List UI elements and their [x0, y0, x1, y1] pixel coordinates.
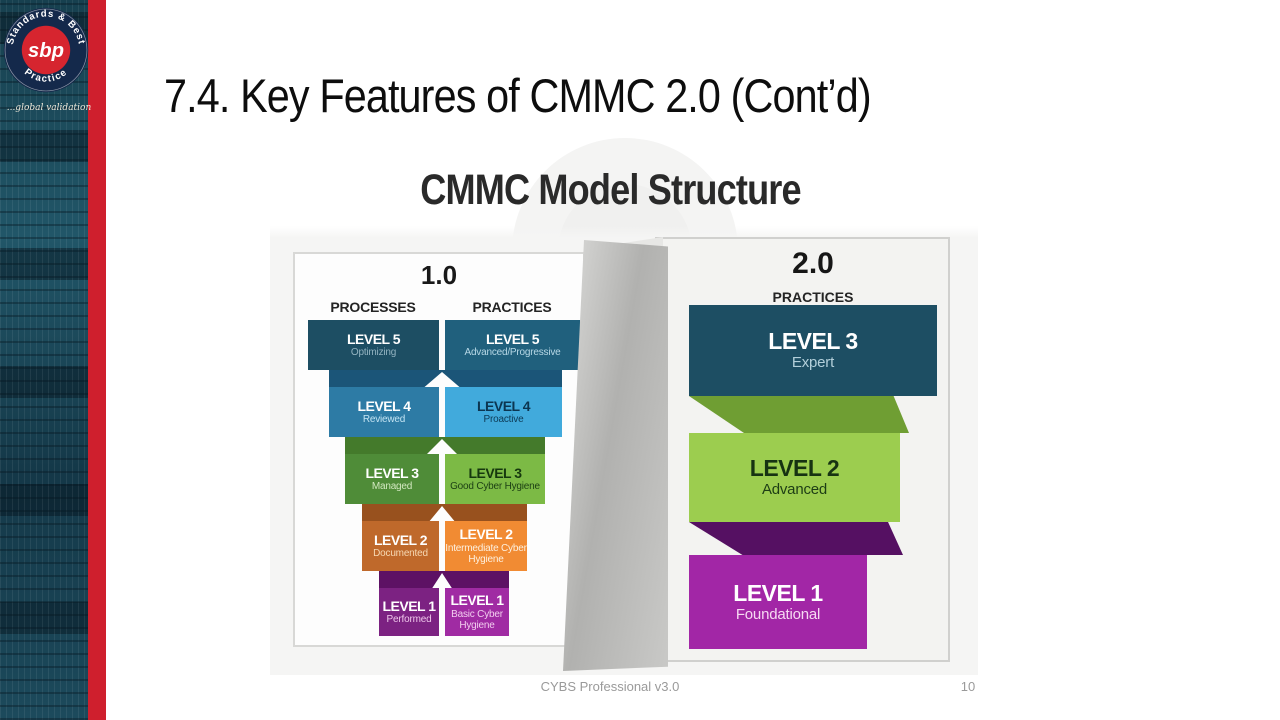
version-label-1-0: 1.0: [420, 260, 458, 290]
logo-tagline: ...global validation: [6, 103, 92, 113]
sbp-logo-seal-icon: Standards & Best Practice sbp: [3, 7, 89, 93]
block-2-0-level3: LEVEL 3 Expert: [689, 305, 937, 396]
block-processes-level4: LEVEL 4 Reviewed: [329, 387, 439, 437]
footer-text: CYBS Professional v3.0: [540, 679, 680, 694]
city-image-strip: [0, 0, 88, 720]
block-practices-level3: LEVEL 3 Good Cyber Hygiene: [445, 454, 545, 504]
fold-band-level1: [379, 571, 509, 588]
panel-cmmc-2-0: 2.0 PRACTICES LEVEL 3 Expert LEVEL 2 Adv…: [655, 237, 950, 662]
block-processes-level2: LEVEL 2 Documented: [362, 521, 439, 571]
block-processes-level5: LEVEL 5 Optimizing: [308, 320, 439, 370]
column-header-processes: PROCESSES: [330, 299, 416, 315]
ribbon-fold-green: [689, 396, 909, 433]
fold-band-level2: [362, 504, 527, 521]
slide-title: 7.4. Key Features of CMMC 2.0 (Cont’d): [164, 69, 872, 122]
ribbon-fold-purple: [689, 522, 903, 555]
block-practices-level5: LEVEL 5 Advanced/Progressive: [445, 320, 580, 370]
diagram-heading: CMMC Model Structure: [419, 166, 801, 214]
column-header-practices-2-0: PRACTICES: [772, 289, 854, 305]
svg-text:Practice: Practice: [22, 67, 70, 85]
block-processes-level1: LEVEL 1 Performed: [379, 588, 439, 636]
red-accent-bar: [88, 0, 106, 720]
block-processes-level3: LEVEL 3 Managed: [345, 454, 439, 504]
svg-text:sbp: sbp: [28, 40, 64, 62]
fold-band-level3: [345, 437, 545, 454]
column-header-practices: PRACTICES: [472, 299, 552, 315]
block-2-0-level2: LEVEL 2 Advanced: [689, 433, 900, 522]
block-practices-level1: LEVEL 1 Basic Cyber Hygiene: [445, 588, 509, 636]
cmmc-model-diagram: CMMC Model Structure 1.0 PROCESSES PRACT…: [270, 156, 978, 675]
block-2-0-level1: LEVEL 1 Foundational: [689, 555, 867, 649]
book-spine: [563, 240, 668, 671]
version-label-2-0: 2.0: [792, 247, 834, 280]
block-practices-level2: LEVEL 2 Intermediate Cyber Hygiene: [445, 521, 527, 571]
fold-band-level4: [329, 370, 562, 387]
panel-cmmc-1-0: 1.0 PROCESSES PRACTICES LEVEL 5 Optimizi…: [293, 252, 585, 647]
page-number: 10: [960, 679, 976, 694]
block-practices-level4: LEVEL 4 Proactive: [445, 387, 562, 437]
sbp-logo: Standards & Best Practice sbp ...global …: [2, 6, 91, 113]
